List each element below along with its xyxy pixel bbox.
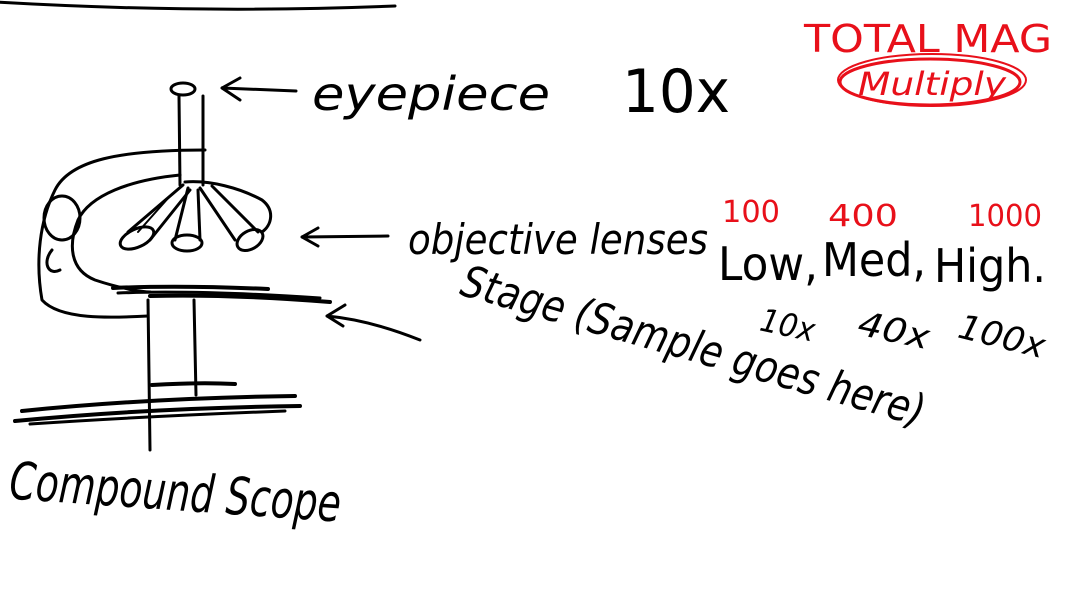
eyepiece-arrow (220, 76, 298, 102)
multiply-circle-outer (837, 53, 1027, 107)
top-edge-stroke (0, 0, 397, 11)
stage-arrow (325, 303, 422, 342)
objective-lenses-label: objective lenses (408, 215, 708, 264)
total-mag-low: 100 (722, 195, 780, 230)
objective-mag-high: 100x (954, 307, 1050, 367)
eyepiece-magnification: 10x (622, 57, 730, 127)
pillar-left (146, 298, 152, 452)
objective-name-low: Low, (718, 237, 818, 291)
base-top (20, 394, 297, 413)
pillar-bar (150, 381, 237, 387)
base-mid (13, 404, 302, 423)
stage-bottom (148, 293, 332, 304)
base-low (28, 409, 287, 426)
eyepiece-label: eyepiece (312, 67, 550, 121)
stage-edge (116, 290, 322, 300)
objective-lens-low (118, 183, 192, 251)
diagram-title: Compound Scope (8, 452, 343, 535)
objective-name-high: High. (934, 239, 1046, 293)
objective-mag-med: 40x (854, 304, 934, 358)
multiply-label: Multiply (858, 65, 1007, 103)
focus-knob (42, 194, 82, 242)
arm-outer (37, 148, 207, 319)
knob-detail (45, 248, 62, 273)
total-mag-high: 1000 (968, 199, 1042, 234)
objective-lens-high (198, 184, 265, 252)
total-mag-med: 400 (828, 199, 898, 234)
tube-left (177, 94, 182, 187)
objective-arrow (300, 226, 390, 248)
objective-name-med: Med, (822, 233, 926, 287)
nosepiece (183, 180, 273, 234)
stage-top (111, 284, 270, 291)
pillar-right (192, 298, 198, 397)
microscope-sketch (13, 81, 332, 452)
eyepiece-ring (169, 81, 197, 97)
objective-lens-med (170, 186, 204, 253)
